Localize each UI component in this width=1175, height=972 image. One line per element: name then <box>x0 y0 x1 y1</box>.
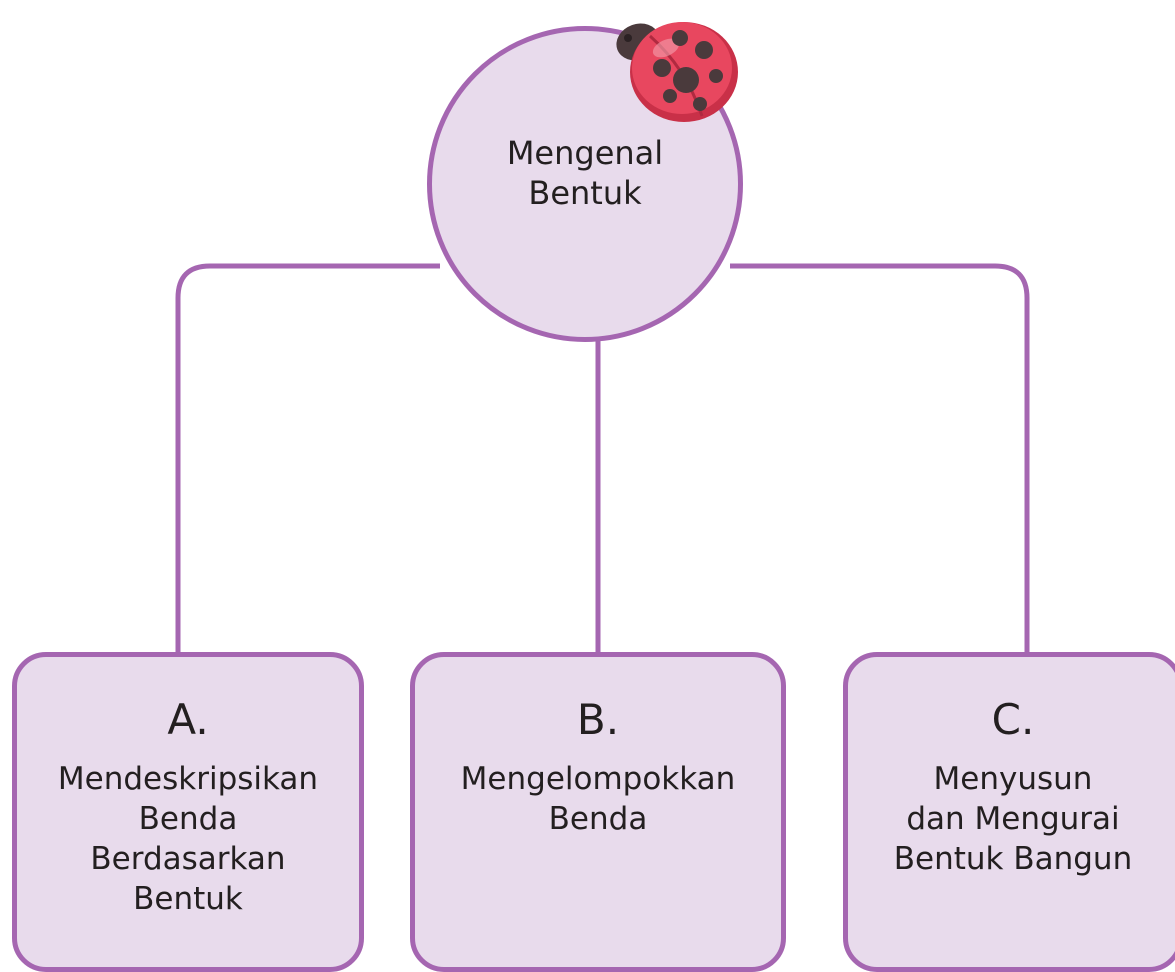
branch-label: Menyusun dan Mengurai Bentuk Bangun <box>893 761 1133 877</box>
branch-card-b: B. Mengelompokkan Benda <box>410 652 786 972</box>
connector-right <box>730 263 1030 656</box>
branch-letter: A. <box>167 695 209 744</box>
branch-label: Mendeskripsikan Benda Berdasarkan Bentuk <box>57 761 319 917</box>
root-label: Mengenal Bentuk <box>506 134 664 212</box>
connector-left <box>175 263 440 656</box>
ladybug-icon <box>616 22 738 122</box>
branch-label: Mengelompokkan Benda <box>460 761 736 837</box>
branch-card-c: C. Menyusun dan Mengurai Bentuk Bangun <box>843 652 1175 972</box>
branch-letter: B. <box>576 695 620 744</box>
branch-card-a: A. Mendeskripsikan Benda Berdasarkan Ben… <box>12 652 364 972</box>
branch-letter: C. <box>991 695 1035 744</box>
